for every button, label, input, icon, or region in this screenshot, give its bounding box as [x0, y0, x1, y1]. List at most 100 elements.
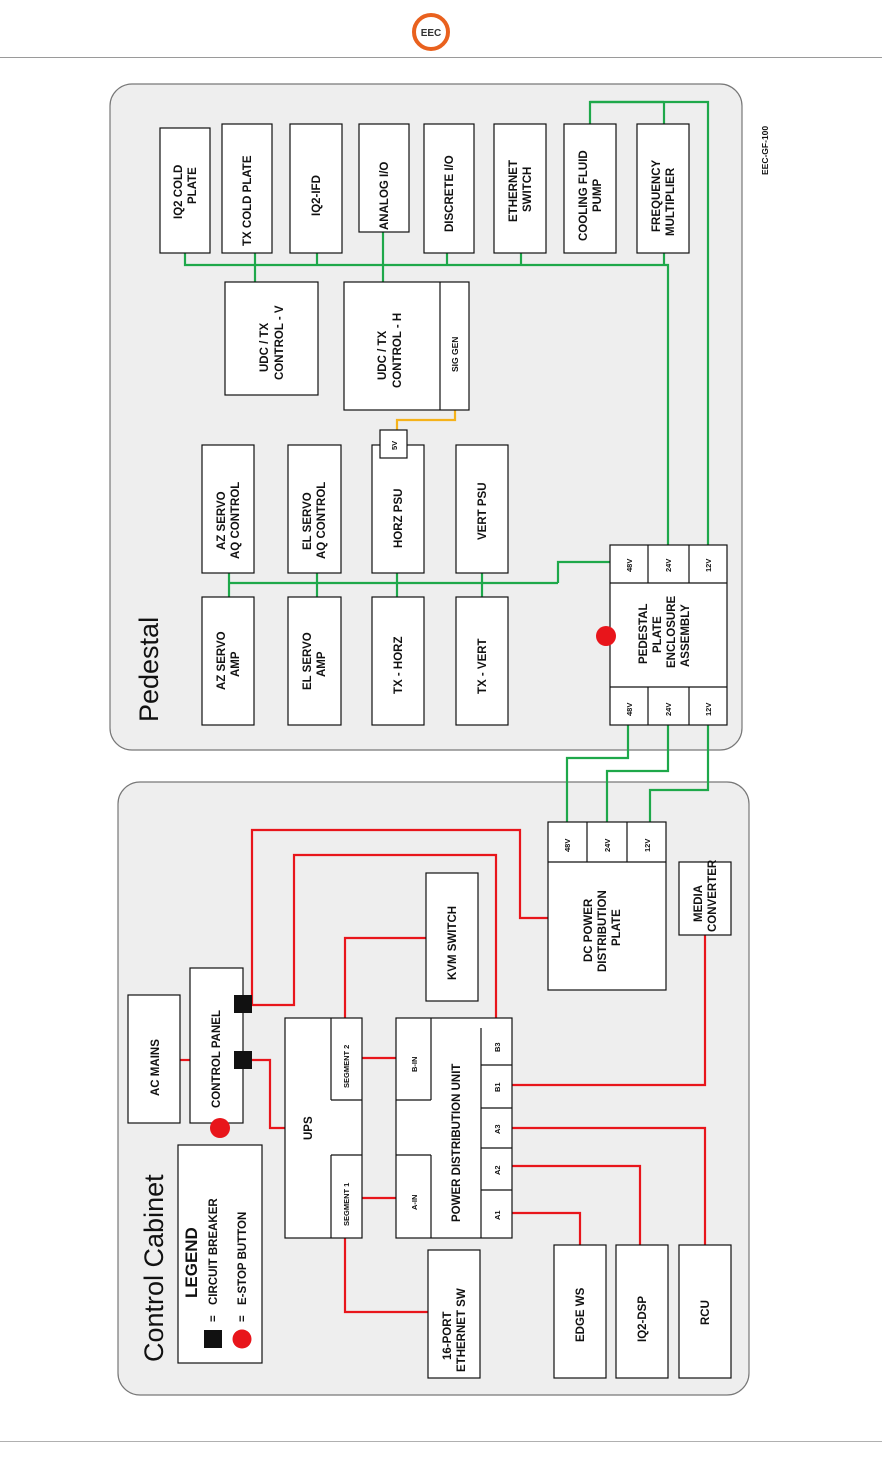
svg-text:48V: 48V — [563, 839, 572, 852]
port-a2: A2 — [493, 1165, 502, 1175]
pedestal-plate-enclosure-box: 48V 24V 12V 48V 24V 12V PEDESTAL PLATE E… — [609, 544, 728, 726]
svg-text:TX - VERT: TX - VERT — [477, 638, 489, 694]
svg-text:EL SERVO: EL SERVO — [302, 492, 314, 550]
ups-box: UPS SEGMENT 2 SEGMENT 1 — [284, 1017, 363, 1239]
svg-text:PUMP: PUMP — [592, 178, 604, 212]
circuit-breaker-2[interactable] — [234, 1051, 252, 1069]
svg-text:AC MAINS: AC MAINS — [150, 1039, 162, 1096]
svg-text:24V: 24V — [664, 559, 673, 572]
udc-tx-control-h-box: UDC / TX CONTROL - H SIG GEN — [343, 281, 470, 411]
horz-psu-box: 5V HORZ PSU — [371, 429, 425, 574]
footer-divider — [0, 1441, 882, 1442]
svg-text:24V: 24V — [603, 839, 612, 852]
top-row-components: IQ2 COLD PLATE TX COLD PLATE IQ2-IFD ANA… — [159, 123, 690, 254]
sig-gen-label: SIG GEN — [450, 337, 460, 372]
svg-text:DISTRIBUTION: DISTRIBUTION — [597, 890, 609, 972]
legend: LEGEND = CIRCUIT BREAKER = E-STOP BUTTON — [177, 1144, 263, 1364]
svg-text:MEDIA: MEDIA — [693, 885, 705, 922]
svg-text:EDGE WS: EDGE WS — [575, 1287, 587, 1342]
svg-text:HORZ PSU: HORZ PSU — [393, 489, 405, 548]
svg-text:VERT PSU: VERT PSU — [477, 482, 489, 540]
svg-text:RCU: RCU — [700, 1300, 712, 1325]
drawing-id: EEC-GF-100 — [760, 126, 770, 175]
iq2-ifd-box: IQ2-IFD — [289, 123, 343, 254]
dc-power-distribution-plate-box: 48V 24V 12V DC POWER DISTRIBUTION PLATE — [547, 821, 667, 991]
tx-vert-box: TX - VERT — [455, 596, 509, 726]
svg-text:PLATE: PLATE — [187, 167, 199, 204]
b-in-label: B-IN — [410, 1057, 419, 1072]
circuit-breaker-1[interactable] — [234, 995, 252, 1013]
svg-text:UDC / TX: UDC / TX — [259, 322, 271, 372]
ac-mains-box: AC MAINS — [127, 994, 181, 1124]
ethernet-switch-16-port-box: 16-PORT ETHERNET SW — [427, 1249, 481, 1379]
svg-text:PEDESTAL: PEDESTAL — [638, 604, 650, 665]
svg-text:12V: 12V — [704, 559, 713, 572]
media-converter-box: MEDIA CONVERTER — [678, 859, 732, 936]
svg-text:EL SERVO: EL SERVO — [302, 632, 314, 690]
svg-text:AMP: AMP — [316, 651, 328, 677]
logo-text: EEC — [421, 28, 442, 39]
vert-psu-box: VERT PSU — [455, 444, 509, 574]
cabinet-ac-wiring — [180, 828, 707, 1314]
power-distribution-unit-box: B-IN A-IN POWER DISTRIBUTION UNIT A1 A2 … — [395, 1017, 513, 1239]
svg-text:16-PORT: 16-PORT — [442, 1311, 454, 1360]
legend-breaker-label: CIRCUIT BREAKER — [208, 1198, 220, 1305]
el-servo-amp-box: EL SERVO AMP — [287, 596, 342, 726]
svg-text:CONTROL PANEL: CONTROL PANEL — [211, 1010, 223, 1108]
5v-label: 5V — [390, 441, 399, 450]
svg-text:UDC / TX: UDC / TX — [377, 330, 389, 380]
svg-text:PLATE: PLATE — [652, 616, 664, 653]
svg-text:48V: 48V — [625, 559, 634, 572]
svg-text:UPS: UPS — [303, 1116, 315, 1140]
svg-text:=: = — [208, 1315, 220, 1322]
pedestal-estop-button[interactable] — [596, 626, 616, 646]
svg-text:ETHERNET SW: ETHERNET SW — [456, 1288, 468, 1372]
svg-text:ASSEMBLY: ASSEMBLY — [680, 604, 692, 667]
svg-text:AZ SERVO: AZ SERVO — [216, 631, 228, 690]
pedestal-title: Pedestal — [134, 617, 164, 722]
port-b3: B3 — [493, 1042, 502, 1052]
legend-estop-label: E-STOP BUTTON — [237, 1212, 249, 1305]
svg-text:12V: 12V — [643, 839, 652, 852]
port-a1: A1 — [493, 1210, 502, 1220]
svg-text:12V: 12V — [704, 703, 713, 716]
header-divider — [0, 57, 882, 58]
control-panel-box: CONTROL PANEL — [189, 967, 244, 1124]
svg-text:IQ2 COLD: IQ2 COLD — [173, 165, 185, 219]
az-servo-aq-control-box: AZ SERVO AQ CONTROL — [201, 444, 255, 574]
iq2-dsp-box: IQ2-DSP — [615, 1244, 669, 1379]
ethernet-switch-box: ETHERNET SWITCH — [493, 123, 547, 254]
svg-text:POWER DISTRIBUTION UNIT: POWER DISTRIBUTION UNIT — [451, 1064, 463, 1222]
svg-text:IQ2-IFD: IQ2-IFD — [311, 175, 323, 216]
svg-text:KVM SWITCH: KVM SWITCH — [447, 906, 459, 980]
svg-text:AQ CONTROL: AQ CONTROL — [230, 482, 242, 559]
tx-horz-box: TX - HORZ — [371, 596, 425, 726]
inter-panel-power-links — [565, 725, 710, 822]
circuit-breaker-symbol — [204, 1330, 222, 1348]
port-a3: A3 — [493, 1124, 502, 1134]
svg-text:ETHERNET: ETHERNET — [508, 160, 520, 222]
port-b1: B1 — [493, 1082, 502, 1092]
page-header: EEC — [0, 0, 882, 60]
svg-text:CONVERTER: CONVERTER — [707, 859, 719, 932]
estop-symbol — [232, 1329, 252, 1349]
svg-text:DC POWER: DC POWER — [583, 898, 595, 962]
analog-io-box: ANALOG I/O — [358, 123, 410, 233]
cabinet-estop-button[interactable] — [210, 1118, 230, 1138]
segment-2-label: SEGMENT 2 — [342, 1045, 351, 1088]
svg-text:ENCLOSURE: ENCLOSURE — [666, 595, 678, 668]
kvm-switch-box: KVM SWITCH — [425, 872, 479, 1002]
svg-text:CONTROL - H: CONTROL - H — [392, 313, 404, 388]
udc-tx-control-v-box: UDC / TX CONTROL - V — [224, 281, 319, 396]
eec-logo: EEC — [412, 13, 450, 51]
rcu-box: RCU — [678, 1244, 732, 1379]
svg-text:AZ SERVO: AZ SERVO — [216, 491, 228, 550]
svg-text:48V: 48V — [625, 703, 634, 716]
svg-text:CONTROL - V: CONTROL - V — [274, 305, 286, 380]
iq2-cold-plate-box: IQ2 COLD PLATE — [159, 127, 211, 254]
cooling-fluid-pump-box: COOLING FLUID PUMP — [563, 123, 617, 254]
svg-text:TX COLD PLATE: TX COLD PLATE — [242, 155, 254, 246]
svg-text:SWITCH: SWITCH — [522, 167, 534, 212]
frequency-multiplier-box: FREQUENCY MULTIPLIER — [636, 123, 690, 254]
